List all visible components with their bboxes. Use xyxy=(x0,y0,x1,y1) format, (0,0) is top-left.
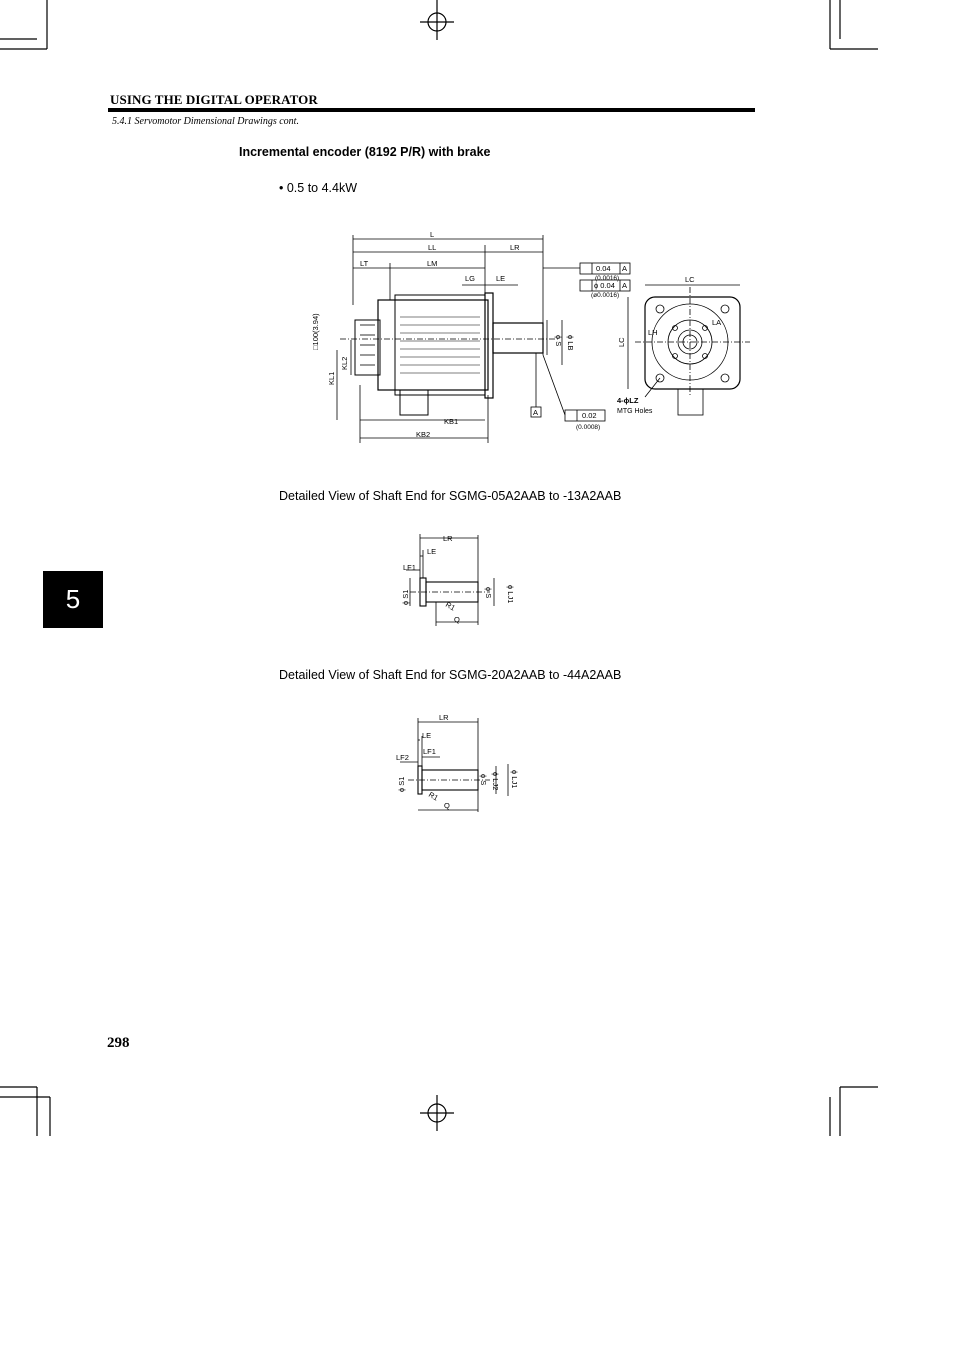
holes-note: MTG Holes xyxy=(617,408,653,415)
d1-LR: LR xyxy=(443,534,453,543)
detail-1-caption: Detailed View of Shaft End for SGMG-05A2… xyxy=(279,489,622,503)
d1-Q: Q xyxy=(454,615,460,624)
datum-label: A xyxy=(533,408,538,417)
d2-S1: ϕ S1 xyxy=(397,777,406,792)
tol-perp-ref: A xyxy=(622,264,627,273)
dim-L: L xyxy=(430,230,434,239)
dim-LB: ϕ LB xyxy=(566,335,575,350)
dim-KB1: KB1 xyxy=(444,417,458,426)
d2-LR: LR xyxy=(439,713,449,722)
d1-S1: ϕ S1 xyxy=(401,590,410,605)
tol-conc-ref: A xyxy=(622,281,627,290)
dim-LH: LH xyxy=(648,328,658,337)
dim-KL2: KL2 xyxy=(340,357,349,370)
dim-LE: LE xyxy=(496,274,505,283)
d2-Q: Q xyxy=(444,801,450,810)
dim-LG: LG xyxy=(465,274,475,283)
d2-LJ2: ϕ LJ2 xyxy=(491,772,500,790)
chapter-tab: 5 xyxy=(43,571,103,628)
d2-LF1: LF1 xyxy=(423,747,436,756)
dim-LA: LA xyxy=(712,318,721,327)
dim-LR: LR xyxy=(510,243,520,252)
tol-perp-inch: (0.0016) xyxy=(595,275,619,282)
section-heading: Incremental encoder (8192 P/R) with brak… xyxy=(239,145,491,159)
d2-LJ1: ϕ LJ1 xyxy=(510,770,519,788)
d2-LE: LE xyxy=(422,731,431,740)
d2-LF2: LF2 xyxy=(396,753,409,762)
header-rule xyxy=(108,108,755,112)
detail-2-caption: Detailed View of Shaft End for SGMG-20A2… xyxy=(279,668,622,682)
header-title: USING THE DIGITAL OPERATOR xyxy=(110,92,318,107)
power-range-bullet: • 0.5 to 4.4kW xyxy=(279,181,358,195)
d1-LF1: LF1 xyxy=(403,563,416,572)
dim-KL1: KL1 xyxy=(327,372,336,385)
d2-S: ϕ S xyxy=(479,774,488,785)
detail-1-drawing: LR LE LF1 Q R1 ϕ S1 ϕ S ϕ LJ1 xyxy=(401,534,515,626)
dim-S: ϕ S xyxy=(554,335,563,346)
dim-LM: LM xyxy=(427,259,437,268)
tol-perp-value: 0.04 xyxy=(596,264,611,273)
page-number: 298 xyxy=(107,1035,130,1051)
breadcrumb: 5.4.1 Servomotor Dimensional Drawings co… xyxy=(112,116,299,127)
d2-R1: R1 xyxy=(427,790,440,803)
dim-LL: LL xyxy=(428,243,436,252)
dim-LT: LT xyxy=(360,259,369,268)
tol-conc-value: ϕ 0.04 xyxy=(594,281,615,290)
dim-square: □100(3.94) xyxy=(311,313,320,350)
tol-runout-inch: (0.0008) xyxy=(576,424,600,431)
main-dimension-drawing: L LL LR LT LM LG LE KB1 KB2 LC LH LA 4-ϕ… xyxy=(311,230,750,443)
dim-LC: LC xyxy=(685,275,695,284)
d1-LJ1: ϕ LJ1 xyxy=(506,585,515,603)
tol-conc-inch: (ø0.0016) xyxy=(591,292,619,299)
d1-S: ϕ S xyxy=(484,587,493,598)
holes-label: 4-ϕLZ xyxy=(617,396,639,405)
dim-KB2: KB2 xyxy=(416,430,430,439)
d1-LE: LE xyxy=(427,547,436,556)
tol-runout-value: 0.02 xyxy=(582,411,597,420)
d1-R1: R1 xyxy=(444,600,457,613)
dim-LC-side: LC xyxy=(617,337,626,347)
detail-2-drawing: LR LE LF2 LF1 Q R1 ϕ S1 ϕ S ϕ LJ2 ϕ LJ1 xyxy=(396,713,519,812)
